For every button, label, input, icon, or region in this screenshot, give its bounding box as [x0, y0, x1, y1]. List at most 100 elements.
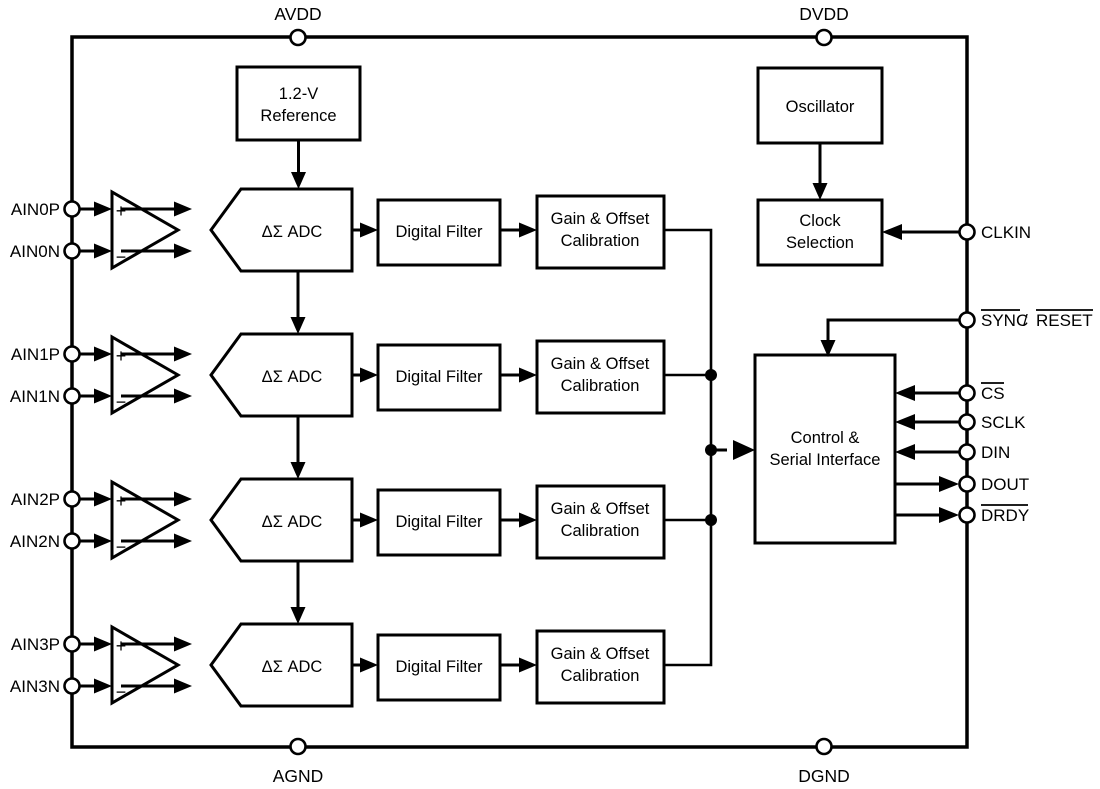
- gain-offset-cal-0-line2: Calibration: [561, 232, 640, 250]
- clkin-arrow: [882, 224, 902, 240]
- bus-junction-dot-1: [705, 369, 717, 381]
- clock-selection-box: [756, 198, 884, 267]
- gain-offset-cal-1-box: [535, 339, 666, 415]
- clock-selection-label-line1: Clock: [799, 212, 841, 230]
- gain-offset-cal-1-line1: Gain & Offset: [551, 355, 650, 373]
- pga-1-triangle: [110, 334, 182, 416]
- power-rail-agnd[interactable]: AGND: [273, 737, 324, 786]
- gain-offset-cal-2-box: [535, 484, 666, 560]
- pga-3-out-p-arrow: [174, 636, 192, 652]
- pin-ain3p-label: AIN3P: [11, 635, 60, 654]
- pin-ain1n-label: AIN1N: [10, 387, 60, 406]
- avdd-label: AVDD: [274, 4, 321, 24]
- pin-ain1p-label: AIN1P: [11, 345, 60, 364]
- gain-offset-cal-3-line1: Gain & Offset: [551, 645, 650, 663]
- digital-filter-1-box: [376, 343, 502, 412]
- adc-3-shape: [209, 622, 354, 708]
- pin-ain3n-label: AIN3N: [10, 677, 60, 696]
- pin-drdy-circle[interactable]: [958, 506, 976, 524]
- digital-filter-2-label: Digital Filter: [395, 513, 483, 531]
- adc-0-to-adc-1-arrow: [290, 317, 306, 334]
- pga-3-minus-label: −: [116, 682, 127, 702]
- sclk-arrow: [895, 414, 915, 430]
- din-arrow: [895, 444, 915, 460]
- pga-1-minus-label: −: [116, 392, 127, 412]
- pin-sync-reset-circle[interactable]: [958, 311, 976, 329]
- reference-label-line2: Reference: [260, 107, 336, 125]
- avdd-pin-circle[interactable]: [289, 28, 307, 47]
- pga-0-minus-label: −: [116, 247, 127, 267]
- filter-1-to-cal-arrow: [519, 367, 537, 383]
- gain-offset-cal-0-line1: Gain & Offset: [551, 210, 650, 228]
- power-rail-avdd[interactable]: AVDD: [274, 4, 322, 47]
- dvdd-pin-circle[interactable]: [815, 28, 833, 47]
- pin-dout-circle[interactable]: [958, 475, 976, 493]
- pin-ain0n-label: AIN0N: [10, 242, 60, 261]
- reference-block: 1.2-V Reference: [235, 65, 362, 189]
- pga-0-plus-label: +: [116, 201, 127, 221]
- pin-reset-label: RESET: [1036, 311, 1093, 330]
- power-rail-dvdd[interactable]: DVDD: [799, 4, 849, 47]
- digital-filter-3-label: Digital Filter: [395, 658, 483, 676]
- pin-cs-label: CS: [981, 384, 1005, 403]
- ain0p-arrow: [94, 201, 112, 217]
- pga-3-triangle: [110, 624, 182, 706]
- cal-0-to-bus-wire: [664, 228, 713, 450]
- pin-ain2n-circle[interactable]: [63, 532, 81, 550]
- adc-2-to-filter-arrow: [360, 512, 378, 528]
- control-serial-interface-box: [753, 353, 897, 545]
- ain1p-arrow: [94, 346, 112, 362]
- power-rail-dgnd[interactable]: DGND: [798, 737, 850, 786]
- pin-ain3n-circle[interactable]: [63, 677, 81, 695]
- pin-ain3p-circle[interactable]: [63, 635, 81, 653]
- control-serial-interface-block: Control & Serial Interface: [753, 353, 897, 545]
- digital-filter-0-label: Digital Filter: [395, 223, 483, 241]
- pin-din-circle[interactable]: [958, 443, 976, 461]
- reference-label-line1: 1.2-V: [279, 85, 318, 103]
- clock-selection-block: Clock Selection: [756, 198, 884, 267]
- pin-sclk-circle[interactable]: [958, 413, 976, 431]
- pin-cs-circle[interactable]: [958, 384, 976, 402]
- agnd-pin-circle[interactable]: [289, 737, 307, 756]
- dgnd-pin-circle[interactable]: [815, 737, 833, 756]
- oscillator-arrow-head: [812, 183, 828, 200]
- pin-ain0p-circle[interactable]: [63, 200, 81, 218]
- pga-0-triangle: [110, 189, 182, 271]
- oscillator-box: [756, 66, 884, 145]
- pin-ain1p-circle[interactable]: [63, 345, 81, 363]
- pga-0-out-p-arrow: [174, 201, 192, 217]
- pin-ain2p-circle[interactable]: [63, 490, 81, 508]
- pga-1-out-p-arrow: [174, 346, 192, 362]
- digital-filter-3-box: [376, 633, 502, 702]
- gain-offset-cal-3-line2: Calibration: [561, 667, 640, 685]
- ain2n-arrow: [94, 533, 112, 549]
- adc-1-label: ΔΣ ADC: [262, 368, 323, 386]
- sync-reset-arrow: [820, 340, 836, 357]
- pin-ain1n-circle[interactable]: [63, 387, 81, 405]
- filter-2-to-cal-arrow: [519, 512, 537, 528]
- reference-box: [235, 65, 362, 142]
- pga-1-out-n-arrow: [174, 388, 192, 404]
- gain-offset-cal-1-line2: Calibration: [561, 377, 640, 395]
- digital-filter-2-box: [376, 488, 502, 557]
- pin-din-label: DIN: [981, 443, 1010, 462]
- pga-2-out-n-arrow: [174, 533, 192, 549]
- bus-to-control-arrow: [733, 440, 755, 460]
- pin-ain0n-circle[interactable]: [63, 242, 81, 260]
- control-label-line2: Serial Interface: [770, 451, 881, 469]
- channel-3: AIN3P AIN3N + − ΔΣ ADC Digital Filter Ga…: [10, 450, 713, 708]
- pga-3-out-n-arrow: [174, 678, 192, 694]
- channel-2: AIN2P AIN2N + − ΔΣ ADC Digital Filter Ga…: [10, 477, 717, 624]
- pin-sync-label: SYNC: [981, 311, 1028, 330]
- cs-arrow: [895, 385, 915, 401]
- agnd-label: AGND: [273, 766, 324, 786]
- filter-0-to-cal-arrow: [519, 222, 537, 238]
- ain1n-arrow: [94, 388, 112, 404]
- drdy-arrow: [939, 507, 959, 523]
- pga-2-minus-label: −: [116, 537, 127, 557]
- dvdd-label: DVDD: [799, 4, 849, 24]
- pin-clkin-circle[interactable]: [958, 223, 976, 241]
- pin-dout-label: DOUT: [981, 475, 1029, 494]
- pin-drdy-label: DRDY: [981, 506, 1029, 525]
- pga-3-plus-label: +: [116, 636, 127, 656]
